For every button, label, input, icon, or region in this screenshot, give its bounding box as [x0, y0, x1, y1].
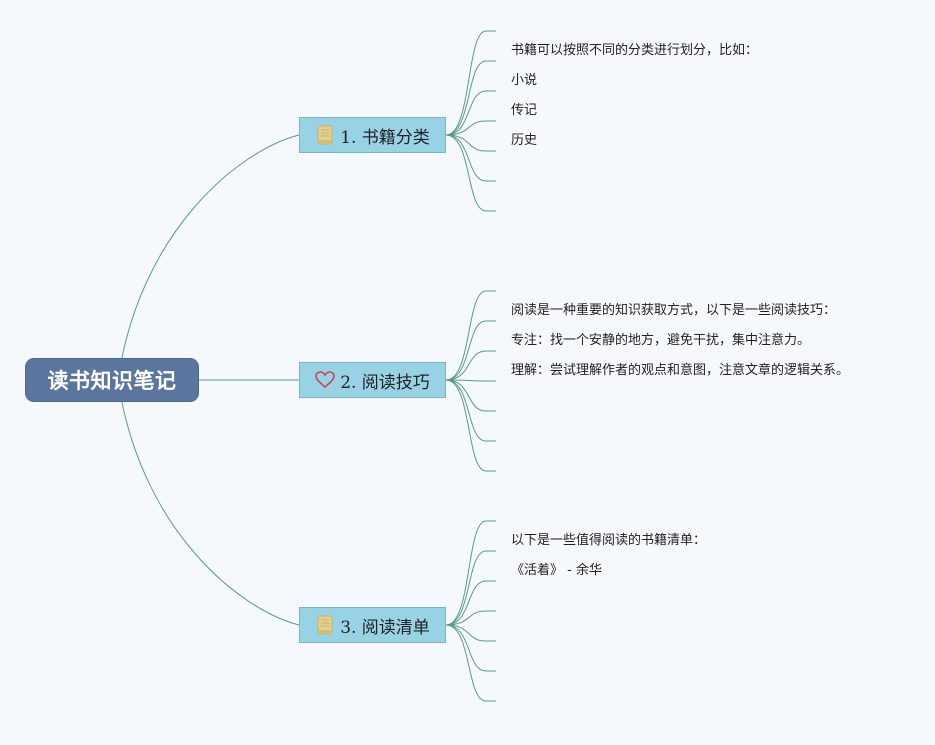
leaf-connector: [445, 120, 496, 136]
book-icon: [315, 615, 335, 635]
leaf-topic[interactable]: 历史: [511, 133, 538, 148]
branch-topic-reading-tips[interactable]: 2. 阅读技巧: [299, 362, 446, 398]
root-branch-connector: [117, 379, 300, 626]
leaf-connector: [445, 134, 496, 212]
leaf-connector: [445, 134, 496, 182]
leaf-connector: [445, 624, 496, 672]
root-topic-label: 读书知识笔记: [47, 369, 177, 393]
leaf-topic[interactable]: 小说: [511, 73, 538, 88]
leaf-connector: [445, 379, 496, 412]
branch-topic-label: 3. 阅读清单: [340, 617, 430, 638]
branch-topic-label: 1. 书籍分类: [340, 127, 430, 148]
leaf-topic[interactable]: 以下是一些值得阅读的书籍清单：: [511, 533, 707, 548]
leaf-connector: [445, 60, 496, 136]
branch-topic-label: 2. 阅读技巧: [340, 372, 430, 393]
leaf-topic[interactable]: 《活着》 - 余华: [511, 563, 602, 578]
leaf-topic[interactable]: 理解：尝试理解作者的观点和意图，注意文章的逻辑关系。: [511, 363, 850, 378]
leaf-connector: [445, 379, 496, 442]
leaf-connector: [445, 624, 496, 702]
branch-topic-book-categories[interactable]: 1. 书籍分类: [299, 117, 446, 153]
root-topic[interactable]: 读书知识笔记: [25, 358, 199, 402]
leaf-connector: [445, 550, 496, 626]
leaf-topic[interactable]: 书籍可以按照不同的分类进行划分，比如：: [511, 43, 759, 58]
leaf-connector: [445, 610, 496, 626]
leaf-connector: [445, 30, 496, 136]
leaf-connector: [445, 379, 496, 472]
heart-icon: [315, 370, 335, 390]
leaf-connector: [445, 134, 496, 152]
leaf-connector: [445, 350, 496, 381]
root-branch-connector: [117, 134, 300, 381]
book-icon: [315, 125, 335, 145]
leaf-connector: [445, 520, 496, 626]
leaf-connector: [445, 624, 496, 642]
leaf-topic[interactable]: 专注：找一个安静的地方，避免干扰，集中注意力。: [511, 333, 811, 348]
leaf-connector: [445, 90, 496, 136]
leaf-topic[interactable]: 阅读是一种重要的知识获取方式，以下是一些阅读技巧：: [511, 303, 837, 318]
branch-topic-reading-list[interactable]: 3. 阅读清单: [299, 607, 446, 643]
leaf-connector: [445, 379, 496, 382]
leaf-connector: [445, 290, 496, 381]
leaf-connector: [445, 320, 496, 381]
leaf-connector: [445, 580, 496, 626]
leaf-topic[interactable]: 传记: [511, 103, 538, 118]
